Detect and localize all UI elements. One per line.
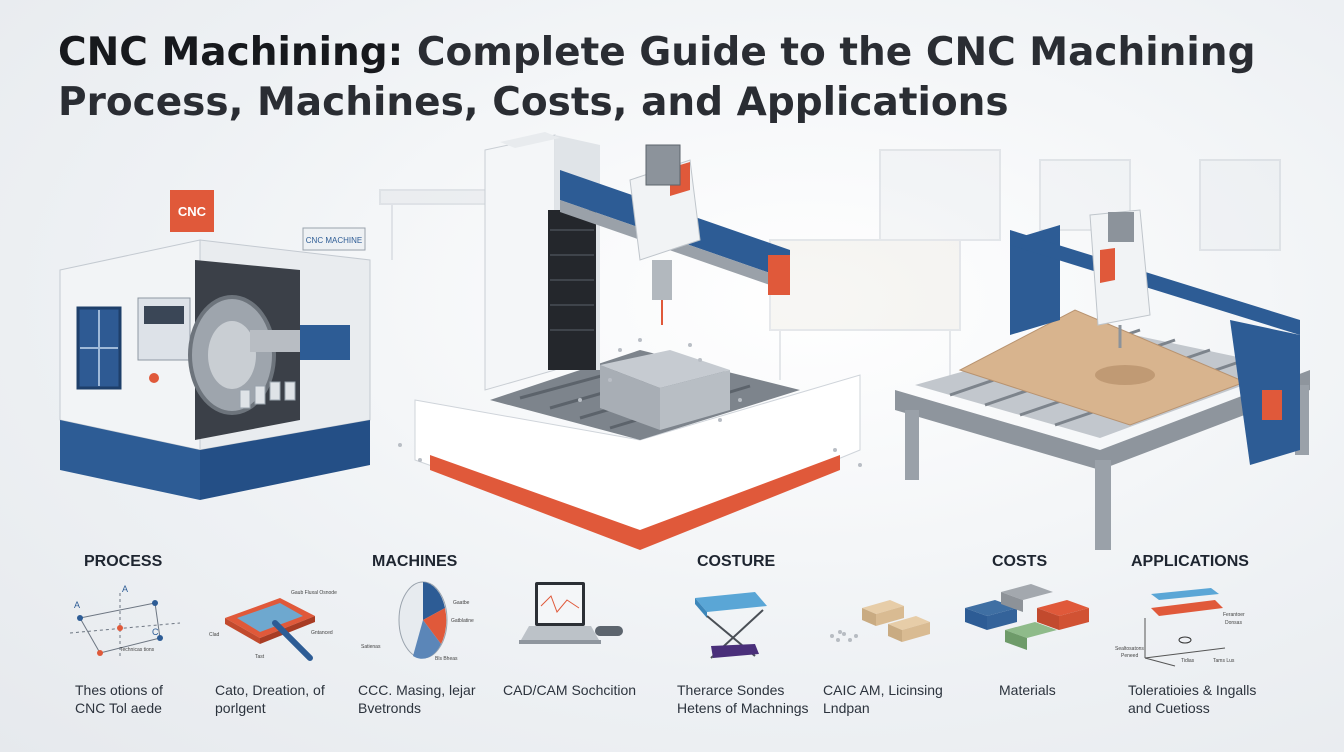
fixture-label-top: Gaub Fluxal Osnode <box>291 590 337 596</box>
caption-line: Hetens of Machnings <box>677 700 809 716</box>
app-label-right1: Ferantoer <box>1223 612 1245 618</box>
pie-label-right2: Gatblatine <box>451 618 474 624</box>
tolerances-icon: Ferantoer Donsas Sealtosatons Peneed Tid… <box>1115 588 1245 667</box>
process-label-a1: A <box>74 600 80 610</box>
materials-blocks-icon <box>830 600 930 642</box>
pie-label-left: Satienas <box>361 644 381 650</box>
caption-applications: Toleratioies & Ingalls and Cuetioss <box>1128 681 1256 717</box>
app-label-left1: Sealtosatons <box>1115 646 1144 652</box>
process-label-c: C <box>152 627 159 637</box>
caption-line: porlgent <box>215 700 266 716</box>
process-axis-icon: A A C Technicas tions <box>69 584 181 658</box>
process-label-note: Technicas tions <box>120 647 155 653</box>
section-heading-applications: APPLICATIONS <box>1131 553 1249 570</box>
caption-fixture: Cato, Dreation, of porlgent <box>215 681 325 717</box>
machines-illustration: CNC CNC MACHINE <box>59 132 1310 550</box>
pie-diagram-icon: Gaatbe Gatblatine Satienas Bls Bheas <box>361 581 474 662</box>
caption-line: and Cuetioss <box>1128 700 1210 716</box>
caption-line: CAIC AM, Licinsing <box>823 682 943 698</box>
caption-line: Therarce Sondes <box>677 682 785 698</box>
pie-label-right1: Gaatbe <box>453 600 470 606</box>
caption-line: Toleratioies & Ingalls <box>1128 682 1257 698</box>
section-heading-machines: MACHINES <box>372 553 458 570</box>
caption-process: Thes otions of CNC Tol aede <box>75 681 163 717</box>
pie-label-bottom: Bls Bheas <box>435 656 458 662</box>
caption-line: Lndpan <box>823 700 870 716</box>
caption-materials: Materials <box>999 681 1056 699</box>
fixture-label-right: Gntanced <box>311 630 333 636</box>
cnc-router <box>895 209 1310 550</box>
process-label-a2: A <box>122 584 128 594</box>
title-rest: Complete Guide to the CNC Machining Proc… <box>58 30 1256 125</box>
laptop-icon <box>519 582 623 644</box>
app-label-left2: Peneed <box>1121 653 1138 659</box>
section-heading-costs: COSTS <box>992 553 1048 570</box>
caption-line: CAD/CAM Sochcition <box>503 682 637 698</box>
caption-licensing: CAIC AM, Licinsing Lndpan <box>823 681 943 717</box>
caption-line: CCC. Masing, lejar <box>358 682 476 698</box>
title-lead: CNC Machining: <box>58 30 404 75</box>
app-label-bottom2: Tams Lus <box>1213 658 1235 664</box>
workshop-background <box>379 149 1281 380</box>
caption-line: CNC Tol aede <box>75 700 162 716</box>
caption-machines: CCC. Masing, lejar Bvetronds <box>358 681 475 717</box>
material-stacks-icon <box>965 584 1089 650</box>
lathe-badge: CNC <box>178 204 207 219</box>
caption-line: Materials <box>999 682 1056 698</box>
section-heading-process: PROCESS <box>84 553 163 570</box>
caption-costure: Therarce Sondes Hetens of Machnings <box>677 681 809 717</box>
page-title: CNC Machining: Complete Guide to the CNC… <box>58 28 1298 128</box>
app-label-right2: Donsas <box>1225 620 1242 626</box>
caption-cad-cam: CAD/CAM Sochcition <box>503 681 636 699</box>
app-label-bottom1: Tidias <box>1181 658 1195 664</box>
lathe-plate: CNC MACHINE <box>306 236 362 245</box>
caption-line: Bvetronds <box>358 700 422 716</box>
section-heading-costure: COSTURE <box>697 553 776 570</box>
cnc-lathe: CNC CNC MACHINE <box>59 190 371 500</box>
caption-line: Cato, Dreation, of <box>215 682 325 698</box>
cnc-vertical-mill <box>398 132 862 550</box>
fixture-label-bottom: Tast <box>255 654 265 660</box>
fixture-label-left: Clad <box>209 632 220 638</box>
fixture-icon: Gaub Fluxal Osnode Clad Gntanced Tast <box>209 590 337 661</box>
caption-line: Thes otions of <box>75 682 163 698</box>
stool-icon <box>695 592 767 659</box>
